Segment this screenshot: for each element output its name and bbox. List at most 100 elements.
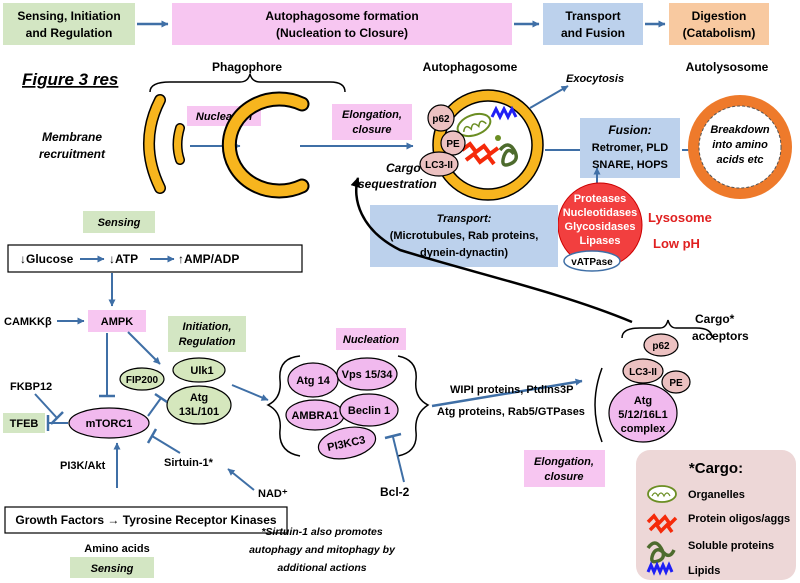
- ampk-box: [88, 310, 146, 332]
- vatpase-pump: [563, 250, 621, 272]
- wipi-line2: Atg proteins, Rab5/GTPases: [437, 406, 585, 418]
- breakdown-line3: acids etc: [716, 154, 763, 166]
- fip200-label: FIP200: [126, 375, 159, 386]
- organelle-legend-cristae: [651, 492, 671, 498]
- atg13-node: [166, 385, 232, 425]
- cargo-legend: *Cargo: Organelles Protein oligos/aggs S…: [636, 450, 796, 580]
- sirtuin-inhibit-bar: [146, 428, 158, 444]
- lc3-marker-text: LC3-II: [425, 160, 453, 171]
- initiation-line1: Initiation,: [183, 321, 232, 333]
- stage-sensing-line1: Sensing, Initiation: [17, 9, 120, 23]
- fip200-node: [119, 367, 165, 391]
- bcl2-inhibit: [392, 436, 405, 483]
- elongation-top-line1: Elongation,: [342, 109, 402, 121]
- stage-transport-line1: Transport: [565, 9, 620, 23]
- growth-factors-label: Growth Factors → Tyrosine Receptor Kinas…: [15, 513, 277, 527]
- pe-marker-text: PE: [446, 139, 460, 150]
- lipid-icon: [490, 105, 518, 121]
- bcl2-inhibit-bar: [384, 432, 402, 440]
- nucleation-tag-mid-text: Nucleation: [343, 334, 400, 346]
- soluble-protein-dot: [495, 135, 501, 141]
- sensing-tag: [83, 211, 155, 233]
- beclin1-label: Beclin 1: [348, 405, 390, 417]
- lysosome-enzyme-1: Proteases: [574, 193, 627, 205]
- sensing-bottom-text: Sensing: [91, 563, 134, 575]
- wipi-line1: WIPI proteins, PtdIns3P: [450, 384, 573, 396]
- p62-acceptor-text: p62: [652, 341, 670, 352]
- cargo-seq-line1: Cargo: [386, 161, 421, 175]
- nucleation-bracket-left: [266, 355, 301, 457]
- p62-acceptor: [643, 333, 679, 357]
- sirtuin-label: Sirtuin-1*: [164, 457, 214, 469]
- lysosome-enzyme-2: Nucleotidases: [563, 207, 638, 219]
- vatpase-label: vATPase: [571, 257, 613, 268]
- cargo-legend-box: [636, 450, 796, 580]
- mtorc1-ulk1-inhibit: [147, 397, 162, 417]
- fusion-title: Fusion:: [608, 123, 651, 137]
- stage-sensing-line2: and Regulation: [26, 26, 113, 40]
- sirtuin-inhibit: [151, 435, 181, 454]
- transport-box: [370, 205, 558, 267]
- tfeb-label: TFEB: [10, 418, 39, 430]
- lysosome-enzyme-4: Lipases: [580, 235, 621, 247]
- heading-phagophore: Phagophore: [212, 60, 282, 74]
- nucleation-bracket-right: [397, 355, 430, 457]
- elongation-tag-top: [332, 104, 412, 140]
- bcl2-label: Bcl-2: [380, 485, 410, 499]
- stage-autophagosome-line1: Autophagosome formation: [265, 9, 418, 23]
- transport-title: Transport:: [437, 213, 492, 225]
- pe-marker: [440, 130, 466, 156]
- amp-label: ↑AMP/ADP: [178, 252, 239, 266]
- pi3k-akt-label: PI3K/Akt: [60, 460, 106, 472]
- acceptors-brace: [621, 319, 713, 339]
- initiation-line2: Regulation: [179, 336, 236, 348]
- lc3-acceptor-text: LC3-II: [629, 367, 657, 378]
- legend-soluble: Soluble proteins: [688, 540, 774, 552]
- membrane-label-line1: Membrane: [42, 130, 102, 144]
- vps-label: Vps 15/34: [342, 369, 394, 381]
- autophagosome: [432, 89, 544, 201]
- acceptor-bracket: [594, 367, 603, 443]
- nad-label: NAD⁺: [258, 488, 288, 500]
- atg13-line2: 13L/101: [179, 406, 219, 418]
- cargo-acceptors-line1: Cargo*: [695, 312, 735, 326]
- figure-title: Figure 3 res: [22, 70, 118, 89]
- membrane-fragment-1-fill: [144, 95, 165, 193]
- ampk-ulk1-arrow: [127, 331, 161, 365]
- membrane-label-line2: recruitment: [39, 147, 106, 161]
- exocytosis-label: Exocytosis: [566, 73, 624, 85]
- footnote-line1: *Sirtuin-1 also promotes: [261, 526, 383, 538]
- soluble-protein-legend-icon: [646, 541, 676, 564]
- phagophore-membrane-fill: [223, 93, 308, 197]
- stage-box-autophagosome: [172, 3, 512, 45]
- atg13-line1: Atg: [190, 392, 208, 404]
- autolysosome-lumen: [698, 105, 782, 189]
- cargo-seq-line2: sequestration: [358, 177, 437, 191]
- nad-sirtuin-arrow: [227, 468, 255, 491]
- elongation-bottom-line1: Elongation,: [534, 456, 594, 468]
- stage-bar: Sensing, Initiation and Regulation Autop…: [3, 3, 769, 45]
- atg-complex-line3: complex: [621, 423, 667, 435]
- stage-box-transport: [543, 3, 643, 45]
- sensing-tag-text: Sensing: [98, 217, 141, 229]
- exocytosis-arrow: [529, 85, 569, 109]
- stage-box-sensing: [3, 3, 135, 45]
- legend-organelles: Organelles: [688, 489, 745, 501]
- amino-acids-label: Amino acids: [84, 543, 149, 555]
- growth-factors-box: [4, 506, 288, 534]
- ulk1-nucleation-arrow: [231, 384, 269, 401]
- tfeb-box: [3, 413, 45, 433]
- pe-acceptor-text: PE: [669, 378, 683, 389]
- legend-lipids: Lipids: [688, 565, 720, 577]
- cargo-return-arrow: [350, 177, 633, 324]
- initiation-tag: [168, 316, 246, 352]
- mtorc1-label: mTORC1: [86, 418, 133, 430]
- low-ph-label: Low pH: [653, 236, 700, 251]
- heading-autolysosome: Autolysosome: [686, 60, 769, 74]
- lc3-marker: [419, 151, 459, 177]
- protein-aggregate-legend-icon: [646, 513, 678, 534]
- breakdown-line2: into amino: [712, 139, 768, 151]
- fkbp12-label: FKBP12: [10, 381, 52, 393]
- glucose-label: ↓Glucose: [20, 252, 74, 266]
